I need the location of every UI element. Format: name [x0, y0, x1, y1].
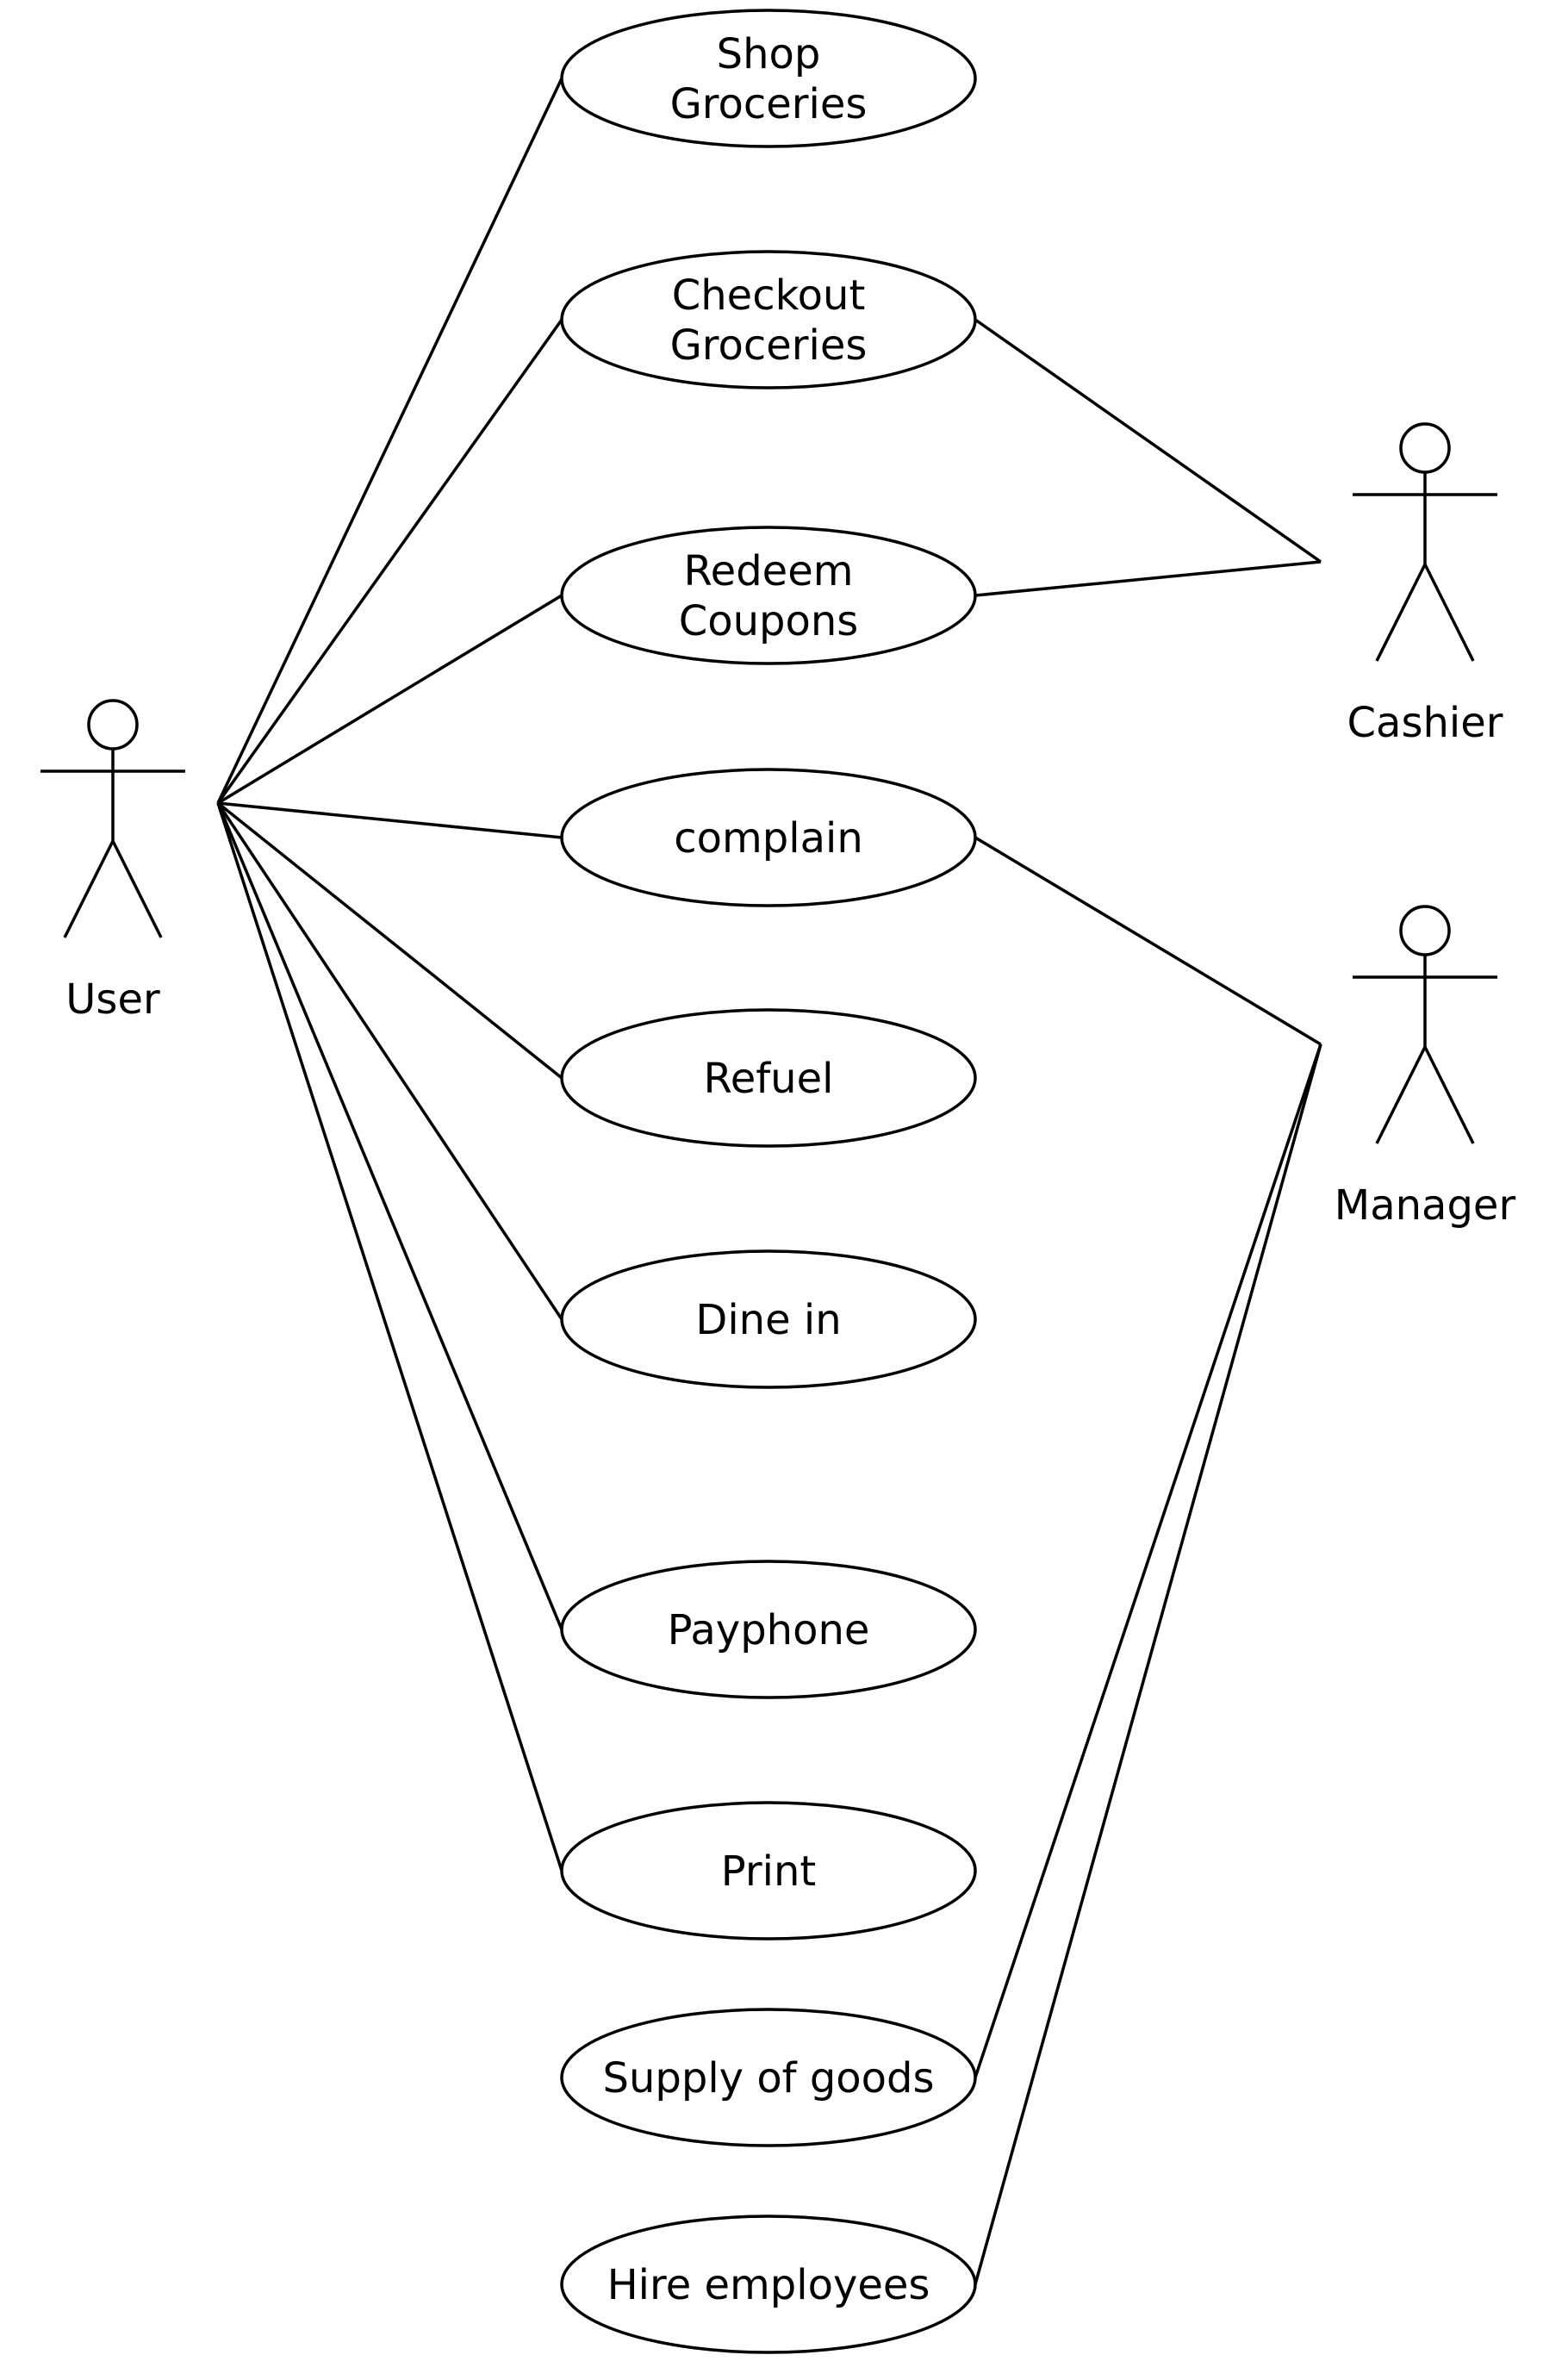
association-user-dine_in: [216, 802, 563, 1320]
use-case-label: Dine in: [695, 1296, 841, 1344]
association-manager-hire_employees: [974, 1043, 1322, 2285]
use-case-label: Groceries: [670, 321, 868, 370]
use-case-label: Payphone: [668, 1606, 870, 1654]
association-manager-supply_of_goods: [974, 1043, 1322, 2078]
actor-user: User: [40, 699, 185, 1024]
stick-figure-icon: [1353, 905, 1497, 1144]
use-case-label: Checkout: [672, 271, 866, 320]
use-case-ellipse: [560, 250, 977, 389]
association-manager-complain: [974, 836, 1322, 1046]
association-user-shop_groceries: [216, 78, 563, 804]
actor-label: Cashier: [1347, 699, 1503, 747]
association-cashier-checkout_groceries: [974, 318, 1322, 564]
use-case-ellipse: [560, 768, 977, 907]
association-cashier-redeem_coupons: [974, 560, 1322, 597]
use-case-ellipse: [560, 1008, 977, 1148]
stick-figure-icon: [40, 699, 185, 938]
associations-layer: [216, 78, 1322, 2285]
actor-label: User: [65, 975, 160, 1024]
association-user-complain: [217, 801, 563, 839]
use-case-label: Redeem: [683, 547, 853, 595]
use-case-complain: complain: [560, 768, 977, 907]
association-user-refuel: [216, 801, 563, 1080]
use-case-supply-of-goods: Supply of goods: [560, 2008, 977, 2147]
association-user-redeem_coupons: [217, 594, 563, 805]
actor-cashier: Cashier: [1347, 422, 1503, 747]
use-case-label: Print: [721, 1847, 816, 1896]
use-case-label: Refuel: [704, 1055, 834, 1103]
use-case-ellipse: [560, 1801, 977, 1941]
actor-label: Manager: [1335, 1181, 1516, 1230]
use-case-ellipse: [560, 1249, 977, 1389]
use-case-ellipse: [560, 2215, 977, 2354]
association-user-payphone: [216, 802, 563, 1630]
use-case-ellipse: [560, 526, 977, 665]
association-user-checkout_groceries: [216, 318, 563, 805]
use-case-ellipse: [560, 1560, 977, 1699]
use-case-refuel: Refuel: [560, 1008, 977, 1148]
use-case-label: Hire employees: [607, 2261, 930, 2309]
use-case-dine-in: Dine in: [560, 1249, 977, 1389]
use-case-label: Shop: [717, 30, 821, 78]
use-cases-layer: ShopGroceriesCheckoutGroceriesRedeemCoup…: [560, 9, 977, 2354]
use-case-label: Groceries: [670, 80, 868, 128]
use-case-label: Supply of goods: [602, 2054, 934, 2102]
use-case-ellipse: [560, 2008, 977, 2147]
actor-manager: Manager: [1335, 905, 1516, 1230]
association-user-print: [216, 802, 563, 1872]
stick-figure-icon: [1353, 422, 1497, 662]
use-case-label: Coupons: [679, 597, 859, 645]
use-case-ellipse: [560, 9, 977, 148]
use-case-label: complain: [674, 814, 863, 863]
use-case-print: Print: [560, 1801, 977, 1941]
use-case-hire-employees: Hire employees: [560, 2215, 977, 2354]
use-case-payphone: Payphone: [560, 1560, 977, 1699]
